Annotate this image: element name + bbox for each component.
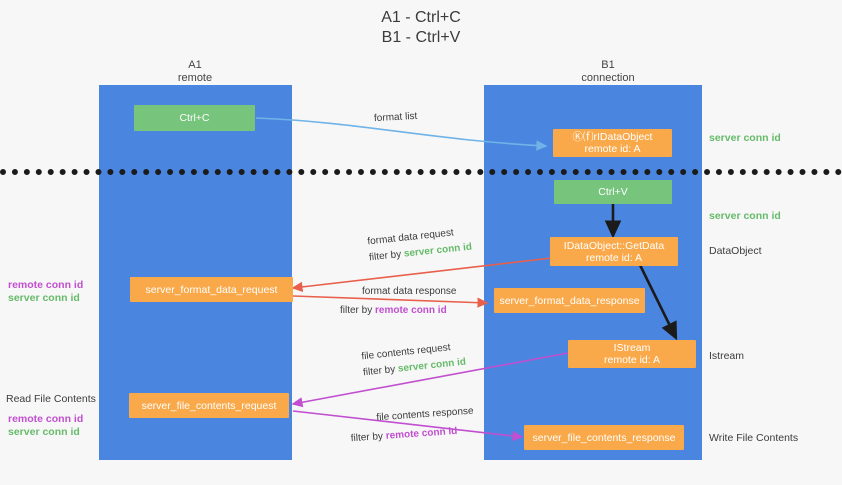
edge-label-file-contents-request: file contents request filter by server c… <box>361 340 467 380</box>
box-server-format-data-response[interactable]: server_format_data_response <box>494 288 645 313</box>
lane-header-b1-name: B1 <box>601 59 615 71</box>
edge-label-format-data-response: format data response filter by remote co… <box>340 285 457 317</box>
box-ctrl-c-label: Ctrl+C <box>179 112 210 124</box>
box-getdata-line1: IDataObject::GetData <box>563 239 665 252</box>
box-server-file-contents-response-label: server_file_contents_response <box>532 431 676 444</box>
lane-header-a1: A1 remote <box>120 59 270 85</box>
diagram-title: A1 - Ctrl+C B1 - Ctrl+V <box>0 8 842 48</box>
title-line-2: B1 - Ctrl+V <box>381 29 461 46</box>
box-server-file-contents-response[interactable]: server_file_contents_response <box>524 425 684 450</box>
edge-label-fcresp-filter-value: remote conn id <box>385 425 458 442</box>
right-label-dataobject: DataObject <box>709 245 762 257</box>
box-server-format-data-request-label: server_format_data_request <box>145 283 278 296</box>
edge-label-format-data-response-text: format data response <box>362 286 457 297</box>
left-label-remote-conn-id-2: remote conn id <box>8 413 84 425</box>
box-getdata-line2: remote id: A <box>585 251 643 264</box>
edge-label-fdresp-filter-prefix: filter by <box>340 305 376 316</box>
left-label-server-conn-id-2: server conn id <box>8 426 80 438</box>
edge-label-format-list: format list <box>374 110 418 125</box>
right-label-write-file-contents: Write File Contents <box>709 432 799 444</box>
box-server-format-data-request[interactable]: server_format_data_request <box>130 277 293 302</box>
edge-label-fcreq-filter-prefix: filter by <box>362 363 399 379</box>
lane-header-b1: B1 connection <box>533 59 683 85</box>
phase-divider <box>0 169 842 175</box>
box-istream-line1: IStream <box>613 342 651 354</box>
box-server-format-data-response-label: server_format_data_response <box>499 294 640 307</box>
right-label-server-conn-id-top: server conn id <box>709 132 781 144</box>
right-label-server-conn-id-mid: server conn id <box>709 210 781 222</box>
box-ctrl-c[interactable]: Ctrl+C <box>134 105 255 131</box>
box-istream-line2: remote id: A <box>603 354 661 366</box>
left-label-remote-conn-id-1: remote conn id <box>8 279 84 291</box>
box-server-file-contents-request-label: server_file_contents_request <box>141 399 277 412</box>
edge-label-fdreq-filter-value: server conn id <box>403 241 473 260</box>
edge-label-format-list-text: format list <box>373 110 418 125</box>
lane-header-a1-sub: remote <box>177 72 213 84</box>
edge-label-fdreq-filter-prefix: filter by <box>368 248 405 264</box>
left-label-read-file-contents: Read File Contents <box>6 393 96 405</box>
edge-label-fcresp-filter-prefix: filter by <box>350 430 387 445</box>
edge-label-fdresp-filter-value: remote conn id <box>375 305 447 316</box>
box-idataobject-line1: Ⓚ⒡rIDataObject <box>572 131 653 143</box>
box-idataobject-getdata[interactable]: IDataObject::GetData remote id: A <box>550 237 678 266</box>
box-server-file-contents-request[interactable]: server_file_contents_request <box>129 393 289 418</box>
box-istream[interactable]: IStream remote id: A <box>568 340 696 368</box>
left-label-server-conn-id-1: server conn id <box>8 292 80 304</box>
edge-label-format-data-request: format data request filter by server con… <box>367 225 473 265</box>
edge-label-file-contents-response: file contents response filter by remote … <box>350 405 475 445</box>
box-ctrl-v[interactable]: Ctrl+V <box>554 180 672 204</box>
title-line-1: A1 - Ctrl+C <box>381 9 461 26</box>
edge-label-fcreq-filter-value: server conn id <box>397 356 467 375</box>
edge-label-file-contents-response-text: file contents response <box>376 405 474 424</box>
lane-header-b1-sub: connection <box>581 72 635 84</box>
box-ctrl-v-label: Ctrl+V <box>598 186 628 198</box>
lane-header-a1-name: A1 <box>188 59 202 71</box>
box-idataobject-line2: remote id: A <box>584 143 641 155</box>
right-label-istream: Istream <box>709 350 745 362</box>
box-idataobject[interactable]: Ⓚ⒡rIDataObject remote id: A <box>553 129 672 157</box>
